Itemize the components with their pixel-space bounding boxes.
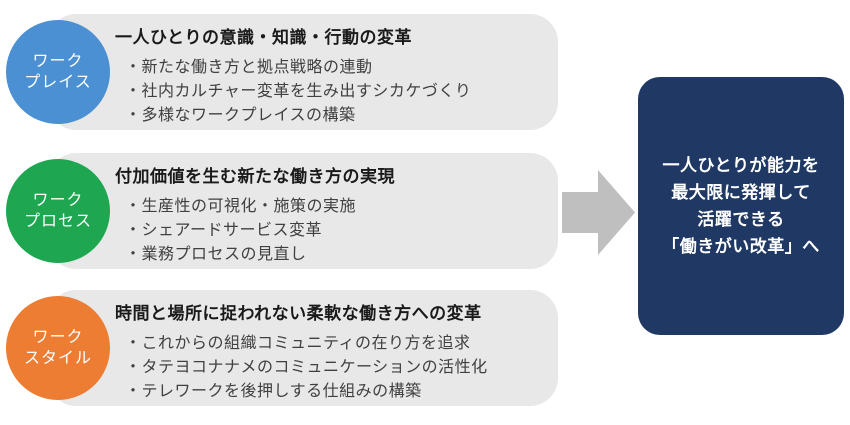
workplace-panel-title: 一人ひとりの意識・知識・行動の変革	[115, 28, 412, 47]
bullet-item: ・テレワークを後押しする仕組みの構築	[125, 383, 422, 400]
bullet-item: ・社内カルチャー変革を生み出すシカケづくり	[125, 83, 472, 100]
workplace-panel: 一人ひとりの意識・知識・行動の変革 ・新たな働き方と拠点戦略の連動 ・社内カルチ…	[48, 14, 558, 130]
circle-label-line: ワーク	[32, 329, 84, 346]
result-line: 一人ひとりが能力を	[662, 156, 820, 175]
bullet-item: ・多様なワークプレイスの構築	[125, 107, 356, 124]
circle-label-line: プレイス	[24, 74, 92, 91]
bullet-item: ・タテヨコナナメのコミュニケーションの活性化	[125, 359, 488, 376]
circle-label-line: プロセス	[23, 213, 92, 230]
workstyle-panel: 時間と場所に捉われない柔軟な働き方への変革 ・これからの組織コミュニティの在り方…	[48, 290, 558, 406]
arrow-right-icon	[560, 170, 638, 255]
result-box: 一人ひとりが能力を 最大限に発揮して 活躍できる 「働きがい改革」へ	[638, 77, 844, 335]
bullet-item: ・新たな働き方と拠点戦略の連動	[125, 59, 373, 76]
circle-label-line: スタイル	[23, 350, 92, 367]
bullet-item: ・シェアードサービス変革	[125, 222, 323, 239]
workprocess-panel: 付加価値を生む新たな働き方の実現 ・生産性の可視化・施策の実施 ・シェアードサー…	[48, 153, 558, 269]
workplace-circle: ワーク プレイス	[6, 20, 110, 124]
workprocess-bullet-list: ・生産性の可視化・施策の実施 ・シェアードサービス変革 ・業務プロセスの見直し	[115, 195, 548, 267]
circle-label-line: ワーク	[32, 53, 84, 70]
workprocess-panel-title: 付加価値を生む新たな働き方の実現	[115, 167, 395, 186]
bullet-item: ・これからの組織コミュニティの在り方を追求	[125, 335, 471, 352]
circle-label-line: ワーク	[32, 192, 84, 209]
workstyle-bullet-list: ・これからの組織コミュニティの在り方を追求 ・タテヨコナナメのコミュニケーション…	[115, 332, 548, 404]
workplace-bullet-list: ・新たな働き方と拠点戦略の連動 ・社内カルチャー変革を生み出すシカケづくり ・多…	[115, 56, 548, 128]
workprocess-circle: ワーク プロセス	[6, 159, 110, 263]
workstyle-circle: ワーク スタイル	[6, 296, 110, 400]
bullet-item: ・生産性の可視化・施策の実施	[125, 198, 357, 215]
workplace-panel-content: 一人ひとりの意識・知識・行動の変革 ・新たな働き方と拠点戦略の連動 ・社内カルチ…	[115, 14, 548, 128]
workstyle-panel-content: 時間と場所に捉われない柔軟な働き方への変革 ・これからの組織コミュニティの在り方…	[115, 290, 548, 404]
workprocess-panel-content: 付加価値を生む新たな働き方の実現 ・生産性の可視化・施策の実施 ・シェアードサー…	[115, 153, 548, 267]
bullet-item: ・業務プロセスの見直し	[125, 246, 307, 263]
arrow-right-shape	[562, 170, 635, 255]
result-line: 最大限に発揮して	[671, 183, 811, 202]
workstyle-panel-title: 時間と場所に捉われない柔軟な働き方への変革	[115, 304, 482, 323]
result-line: 「働きがい改革」へ	[662, 237, 820, 256]
result-line: 活躍できる	[697, 210, 785, 229]
